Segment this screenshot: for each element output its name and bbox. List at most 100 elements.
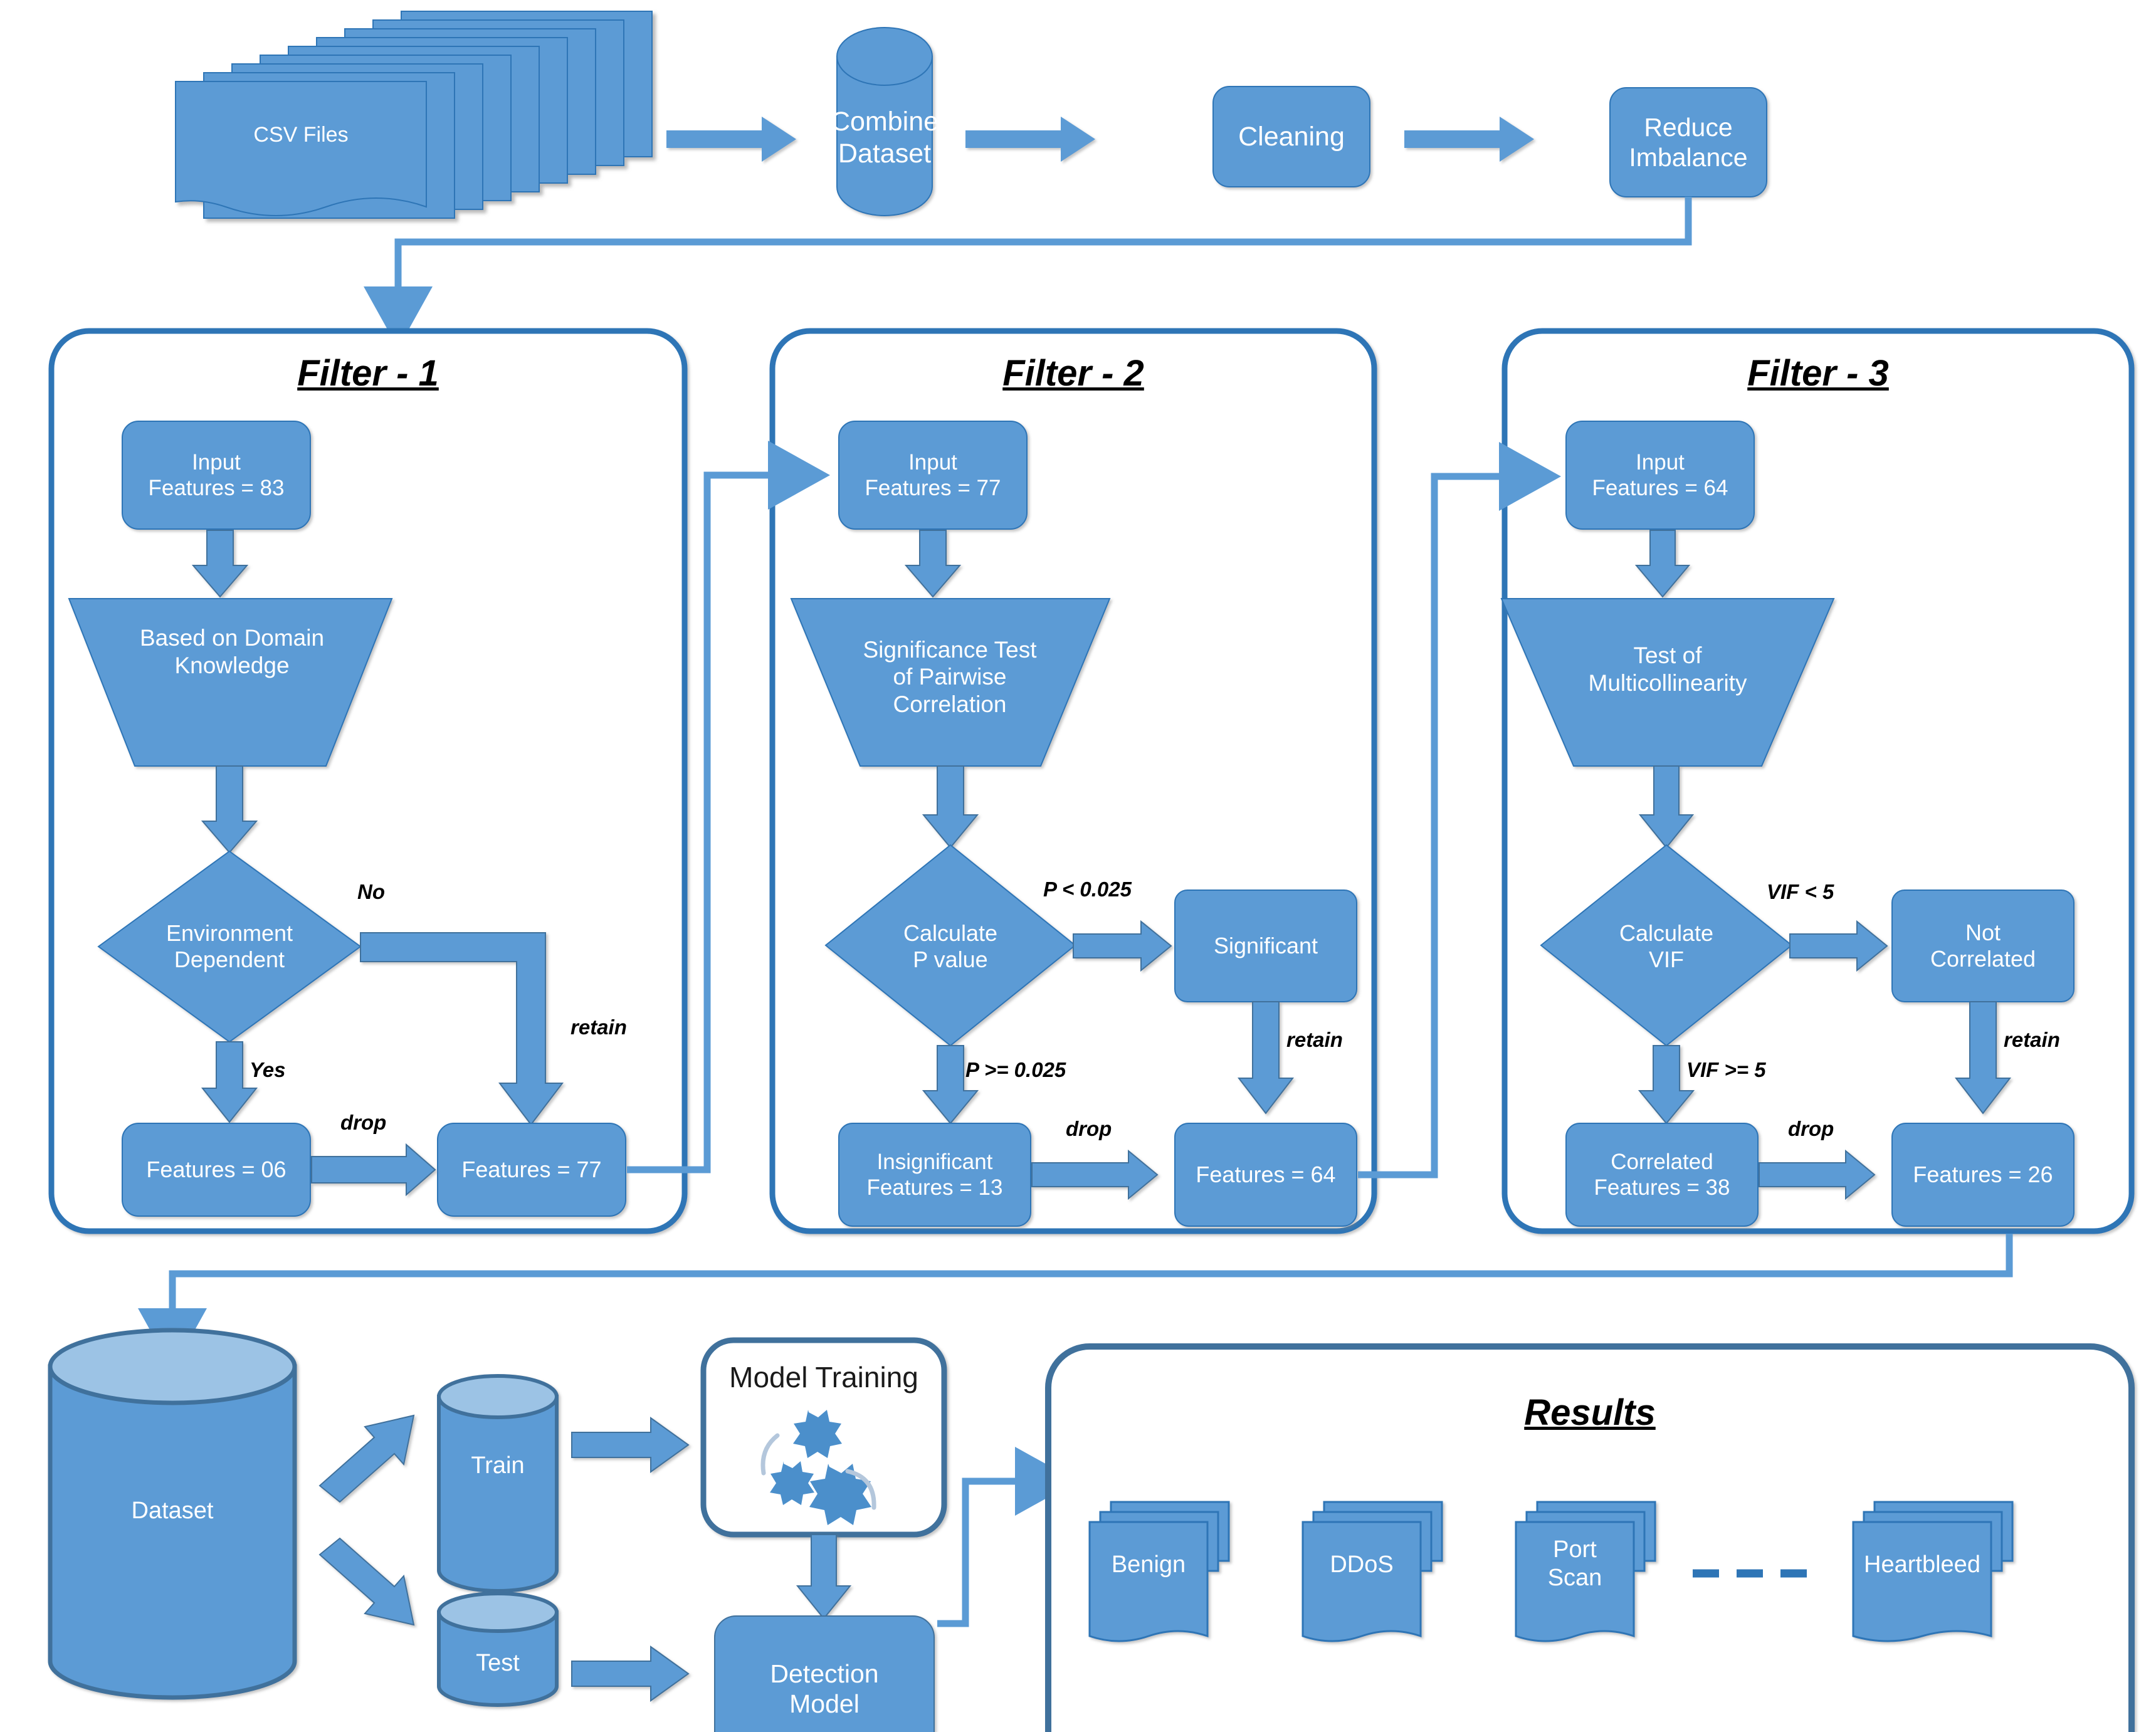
- panel-title-filter-3: Filter - 3: [1747, 353, 1889, 394]
- arrow-cleaning-to-reduce: [1404, 117, 1534, 162]
- filter2-arrow-retain: [1237, 1001, 1295, 1115]
- csv-files-stack: [175, 11, 653, 219]
- filter3-arrow-funnel-to-decision: [1638, 765, 1695, 849]
- filter1-decision-label: Environment Dependent: [166, 920, 293, 972]
- detection-model-label: Detection Model: [770, 1659, 879, 1718]
- result-label-port-scan: Port Scan: [1547, 1536, 1602, 1591]
- filter2-retain-box: [1174, 1123, 1357, 1227]
- filter2-edge-drop: drop: [1066, 1117, 1112, 1140]
- filter1-funnel: [68, 598, 393, 767]
- filter3-decision-diamond: [1540, 844, 1793, 1047]
- filter2-input-label: Input Features = 77: [865, 449, 1001, 500]
- result-stack-heartbleed: [1852, 1501, 2014, 1642]
- test-label: Test: [476, 1649, 520, 1676]
- arrow-model-training-to-detection: [796, 1534, 852, 1620]
- filter1-edge-no: No: [357, 880, 385, 903]
- arrow-test-to-detection: [571, 1645, 690, 1702]
- arrow-dataset-to-test: [318, 1537, 415, 1626]
- connector-filter1-to-filter2: [627, 441, 830, 1173]
- filter3-input-box: [1565, 421, 1755, 530]
- train-cylinder: [437, 1374, 559, 1593]
- filter1-branch-no: [360, 932, 564, 1126]
- reduce-imbalance-label: Reduce Imbalance: [1629, 112, 1748, 172]
- filter2-drop-box: [838, 1123, 1031, 1227]
- filter1-edge-retain: retain: [571, 1016, 627, 1039]
- filter2-drop-label: Insignificant Features = 13: [866, 1149, 1003, 1200]
- result-stack-benign: [1088, 1501, 1230, 1642]
- reduce-imbalance-box: [1609, 87, 1767, 197]
- filter1-arrow-drop: [311, 1143, 436, 1197]
- filter3-side-box: [1891, 890, 2074, 1002]
- filter3-input-label: Input Features = 64: [1592, 449, 1728, 500]
- filter1-retain-box: [437, 1123, 626, 1217]
- filter3-funnel-label: Test of Multicollinearity: [1588, 642, 1747, 696]
- filter1-funnel-label: Based on Domain Knowledge: [139, 625, 325, 678]
- filter3-side-label: Not Correlated: [1930, 919, 2036, 972]
- filter2-edge-retain: retain: [1286, 1028, 1343, 1051]
- filter2-arrow-input-to-funnel: [904, 530, 962, 598]
- filter2-branch-insignificant: [922, 1045, 979, 1125]
- connector-reduce-to-filter1: [364, 197, 1692, 349]
- filter1-decision-diamond: [97, 850, 362, 1043]
- filter2-decision-label: Calculate P value: [903, 920, 998, 972]
- combine-dataset-label: Combine Dataset: [830, 107, 939, 169]
- filter1-drop-label: Features = 06: [146, 1156, 287, 1182]
- model-training-box: [700, 1337, 947, 1538]
- arrow-combine-to-cleaning: [965, 117, 1095, 162]
- filter3-retain-label: Features = 26: [1913, 1161, 2053, 1187]
- panel-filter-1: [48, 328, 688, 1234]
- arrow-csv-to-combine: [666, 117, 796, 162]
- filter1-edge-yes: Yes: [250, 1058, 286, 1081]
- connector-filter3-to-dataset: [138, 1234, 2013, 1370]
- filter2-edge-p-gte: P >= 0.025: [965, 1058, 1066, 1081]
- panel-results: [1045, 1343, 2135, 1732]
- filter3-edge-retain: retain: [2004, 1028, 2060, 1051]
- filter1-drop-box: [122, 1123, 311, 1217]
- gears-icon: [760, 1410, 876, 1525]
- filter2-input-box: [838, 421, 1028, 530]
- filter2-retain-label: Features = 64: [1196, 1161, 1336, 1187]
- filter2-edge-p-lt: P < 0.025: [1043, 878, 1132, 901]
- arrow-train-to-model-training: [571, 1417, 690, 1473]
- dataset-label: Dataset: [131, 1497, 214, 1524]
- filter2-arrow-to-significant: [1073, 920, 1172, 972]
- model-training-label: Model Training: [729, 1361, 918, 1393]
- filter1-arrow-input-to-funnel: [191, 530, 249, 598]
- cleaning-label: Cleaning: [1238, 121, 1345, 152]
- detection-model-box: [714, 1615, 935, 1732]
- filter2-funnel: [790, 598, 1111, 767]
- filter1-input-box: [122, 421, 311, 530]
- panel-filter-2: [769, 328, 1377, 1234]
- panel-title-filter-2: Filter - 2: [1002, 353, 1144, 394]
- filter2-significant-box: [1174, 890, 1357, 1002]
- filter1-input-label: Input Features = 83: [148, 449, 285, 500]
- results-title: Results: [1524, 1392, 1656, 1433]
- result-label-ddos: DDoS: [1330, 1551, 1394, 1578]
- filter1-arrow-funnel-to-decision: [201, 765, 258, 854]
- filter3-edge-drop: drop: [1788, 1117, 1834, 1140]
- filter3-retain-box: [1891, 1123, 2074, 1227]
- arrow-dataset-to-train: [318, 1414, 415, 1503]
- filter3-arrow-input-to-funnel: [1634, 530, 1691, 598]
- result-stack-ddos: [1301, 1501, 1443, 1642]
- connector-detection-to-results: [937, 1447, 1077, 1627]
- filter2-significant-label: Significant: [1213, 932, 1318, 958]
- filter3-edge-vif-lt: VIF < 5: [1767, 880, 1834, 903]
- test-cylinder: [437, 1592, 559, 1707]
- result-stack-port-scan: [1515, 1501, 1656, 1642]
- filter3-drop-label: Correlated Features = 38: [1594, 1149, 1730, 1200]
- filter3-edge-vif-gte: VIF >= 5: [1686, 1058, 1766, 1081]
- result-label-heartbleed: Heartbleed: [1864, 1551, 1980, 1578]
- filter1-branch-yes: [201, 1041, 258, 1123]
- filter3-arrow-drop: [1759, 1149, 1876, 1200]
- filter3-decision-label: Calculate VIF: [1619, 920, 1714, 972]
- train-label: Train: [471, 1452, 525, 1479]
- filter1-edge-drop: drop: [340, 1111, 387, 1134]
- combine-dataset-cylinder: [836, 27, 933, 216]
- csv-files-label: CSV Files: [253, 122, 349, 147]
- panel-title-filter-1: Filter - 1: [297, 353, 439, 394]
- cleaning-box: [1212, 86, 1370, 187]
- filter3-arrow-retain: [1954, 1001, 2012, 1115]
